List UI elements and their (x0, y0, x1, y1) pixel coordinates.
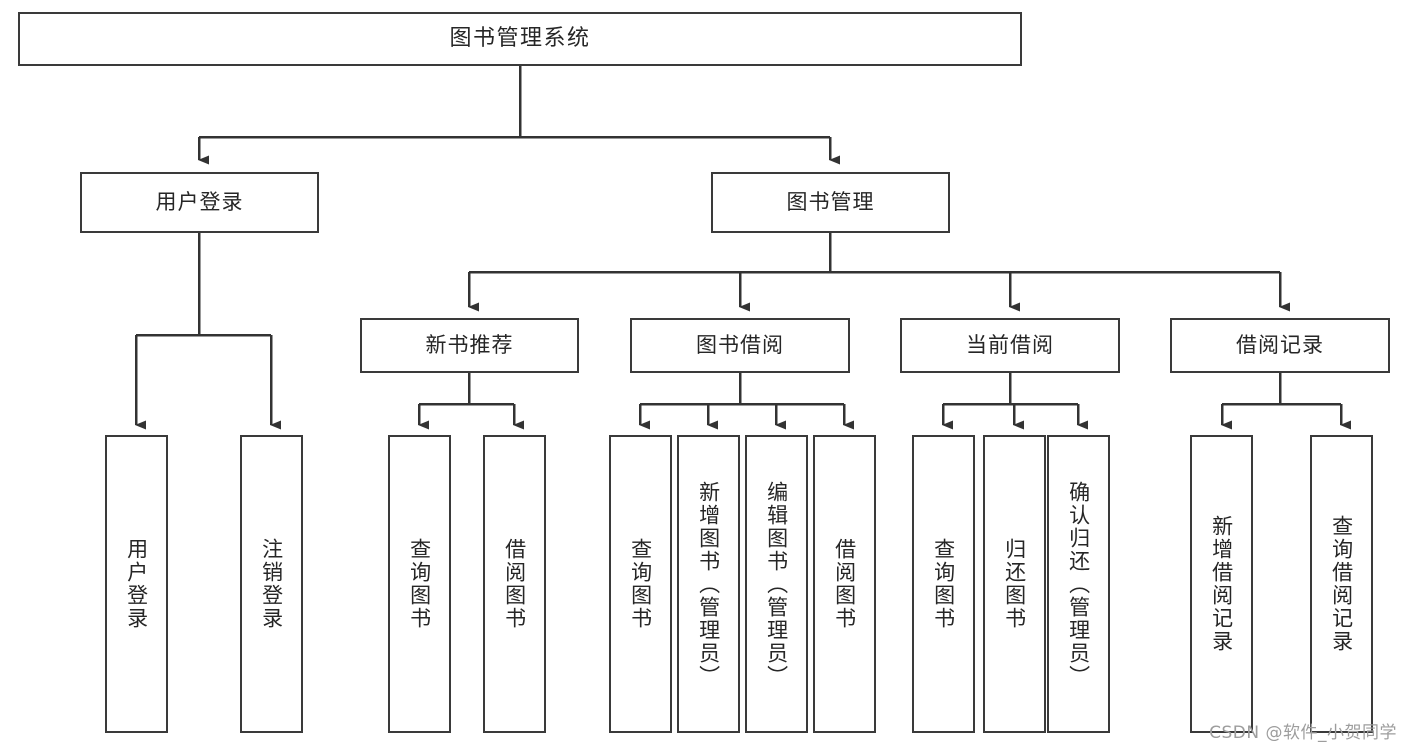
node-label: 当前借阅 (966, 333, 1054, 358)
node-label: 图书管理系统 (449, 26, 591, 52)
node-label: 查询借阅记录 (1329, 515, 1354, 653)
node-leaf-book-borrow-borrow[interactable]: 借阅图书 (813, 435, 876, 733)
node-leaf-book-borrow-edit[interactable]: 编辑图书（管理员） (745, 435, 808, 733)
node-label: 编辑图书（管理员） (764, 480, 789, 688)
node-label: 借阅记录 (1236, 333, 1324, 358)
node-label: 图书借阅 (696, 333, 784, 358)
node-new-book-recommend[interactable]: 新书推荐 (360, 318, 579, 373)
node-borrow-record[interactable]: 借阅记录 (1170, 318, 1390, 373)
node-leaf-current-borrow-confirm-return[interactable]: 确认归还（管理员） (1047, 435, 1110, 733)
node-leaf-user-login-login[interactable]: 用户登录 (105, 435, 168, 733)
node-leaf-new-book-query[interactable]: 查询图书 (388, 435, 451, 733)
node-label: 用户登录 (124, 538, 149, 630)
node-root-book-management-system[interactable]: 图书管理系统 (18, 12, 1022, 66)
node-label: 用户登录 (155, 190, 244, 215)
node-label: 查询图书 (628, 538, 653, 630)
node-leaf-book-borrow-add[interactable]: 新增图书（管理员） (677, 435, 740, 733)
node-book-borrow[interactable]: 图书借阅 (630, 318, 850, 373)
node-book-management[interactable]: 图书管理 (711, 172, 950, 233)
node-label: 新书推荐 (425, 333, 514, 358)
node-leaf-current-borrow-query[interactable]: 查询图书 (912, 435, 975, 733)
node-label: 新增借阅记录 (1209, 515, 1234, 653)
node-label: 借阅图书 (832, 538, 857, 630)
node-leaf-borrow-record-add[interactable]: 新增借阅记录 (1190, 435, 1253, 733)
watermark-text: CSDN @软件_小贺同学 (1209, 723, 1397, 743)
node-leaf-user-login-logout[interactable]: 注销登录 (240, 435, 303, 733)
node-user-login[interactable]: 用户登录 (80, 172, 319, 233)
node-label: 注销登录 (259, 538, 284, 630)
node-label: 确认归还（管理员） (1066, 480, 1091, 688)
node-leaf-book-borrow-query[interactable]: 查询图书 (609, 435, 672, 733)
node-label: 新增图书（管理员） (696, 480, 721, 688)
node-label: 借阅图书 (502, 538, 527, 630)
node-current-borrow[interactable]: 当前借阅 (900, 318, 1120, 373)
node-leaf-new-book-borrow[interactable]: 借阅图书 (483, 435, 546, 733)
node-label: 查询图书 (407, 538, 432, 630)
node-label: 归还图书 (1002, 538, 1027, 630)
node-label: 图书管理 (786, 190, 875, 215)
node-label: 查询图书 (931, 538, 956, 630)
node-leaf-borrow-record-query[interactable]: 查询借阅记录 (1310, 435, 1373, 733)
node-leaf-current-borrow-return[interactable]: 归还图书 (983, 435, 1046, 733)
